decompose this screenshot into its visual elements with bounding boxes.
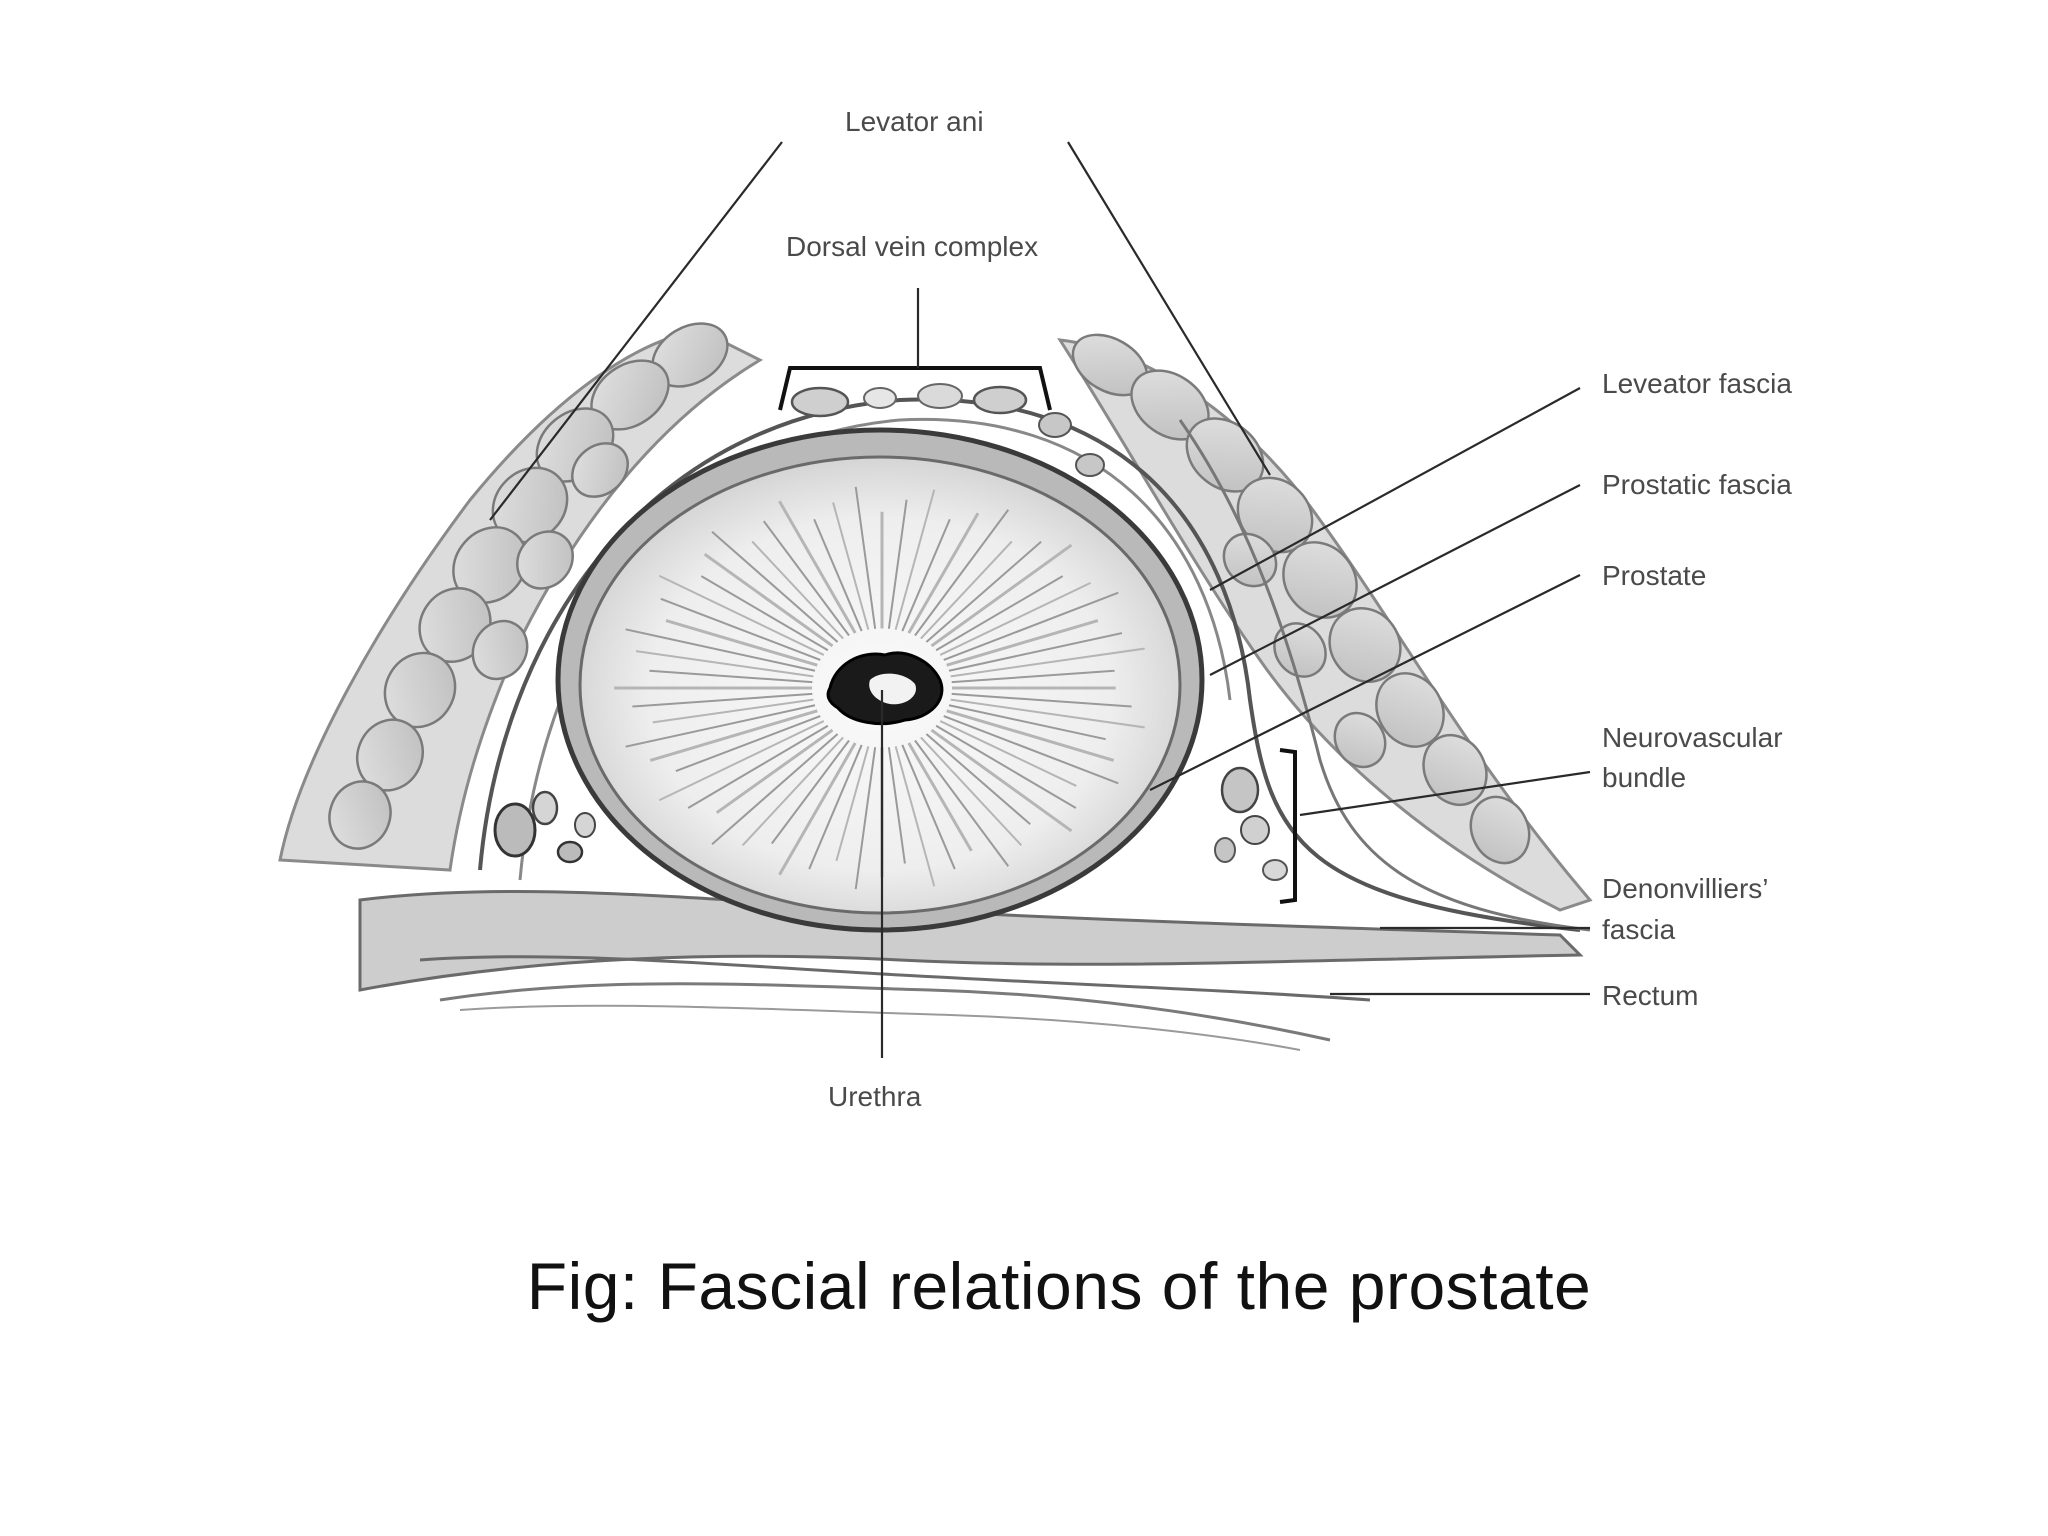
levator-ani-muscle-right: [1057, 333, 1593, 912]
label-dorsal-vein-complex: Dorsal vein complex: [786, 231, 1038, 262]
label-neurovascular-bundle-line1: Neurovascular: [1602, 722, 1783, 753]
label-prostate: Prostate: [1602, 560, 1706, 591]
label-leveator-fascia: Leveator fascia: [1602, 368, 1792, 399]
label-urethra: Urethra: [828, 1081, 922, 1112]
muscle-bundles-left: [328, 322, 729, 850]
muscle-bundles-right: [1071, 333, 1531, 865]
dorsal-vein-vessels: [790, 383, 1105, 477]
prostate-glandular-striations: [614, 486, 1145, 890]
label-denonvilliers-fascia-line2: fascia: [1602, 914, 1676, 945]
label-levator-ani: Levator ani: [845, 106, 984, 137]
label-denonvilliers-fascia-line1: Denonvilliers’: [1602, 873, 1769, 904]
leader-lines: [489, 141, 1591, 1058]
urethra-lumen: [826, 651, 944, 726]
diagram-labels: Levator ani Dorsal vein complex Leveator…: [786, 106, 1792, 1112]
neurovascular-bundle-left: [493, 790, 596, 864]
label-rectum: Rectum: [1602, 980, 1698, 1011]
neurovascular-bundle-right: [1214, 766, 1288, 881]
label-prostatic-fascia: Prostatic fascia: [1602, 469, 1792, 500]
dorsal-vein-complex-bracket: [778, 366, 1052, 411]
label-neurovascular-bundle-line2: bundle: [1602, 762, 1686, 793]
neurovascular-bundle-bracket: [1279, 748, 1297, 904]
figure-caption: Fig: Fascial relations of the prostate: [526, 1249, 1592, 1323]
levator-ani-muscle-left: [278, 322, 764, 872]
